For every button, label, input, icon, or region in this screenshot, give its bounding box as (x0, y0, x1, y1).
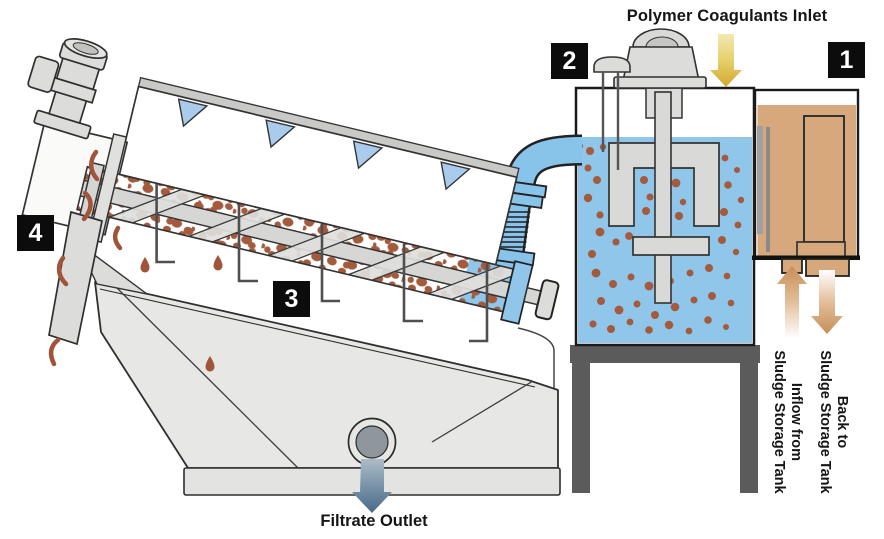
floc-particles (577, 143, 745, 335)
mixing-tank (574, 28, 756, 347)
back-to-storage-arrow-icon (811, 270, 843, 334)
back-label-line2: Sludge Storage Tank (817, 350, 833, 494)
tank-stand (570, 345, 760, 493)
motor-junction-box (27, 55, 60, 93)
agitator-motor (613, 28, 707, 89)
spray-nozzle-icons (177, 98, 471, 191)
filtrate-outlet-label: Filtrate Outlet (320, 512, 428, 530)
drive-motor (27, 38, 108, 140)
filtrate-outlet-arrow-icon (352, 459, 392, 513)
back-to-storage-label: Back to Sludge Storage Tank (816, 332, 850, 512)
inflow-arrow-icon (777, 266, 807, 338)
back-label-line1: Back to (834, 395, 850, 449)
support-brackets (155, 184, 489, 343)
end-bearing (534, 279, 560, 321)
level-sensor (593, 56, 631, 170)
polymer-inlet-label: Polymer Coagulants Inlet (626, 7, 828, 25)
inflow-label: Inflow from Sludge Storage Tank (770, 332, 804, 512)
inflow-label-line1: Inflow from (788, 382, 804, 462)
feed-tank (752, 88, 860, 277)
filtrate-tray (94, 281, 561, 496)
inflow-label-line2: Sludge Storage Tank (771, 350, 787, 494)
discharge-chute (48, 210, 103, 346)
badge-dewatering-drum: 3 (273, 281, 310, 317)
sludge-cake (48, 149, 123, 367)
badge-mixing-tank: 2 (551, 43, 588, 79)
agitator (608, 87, 720, 304)
tank-sludge (757, 105, 856, 256)
feed-pipe (481, 134, 583, 292)
polymer-inlet-arrow-icon (710, 34, 742, 87)
badge-feed-tank: 1 (828, 42, 865, 78)
filtrate-drain (347, 417, 397, 467)
badge-discharge: 4 (17, 215, 54, 251)
